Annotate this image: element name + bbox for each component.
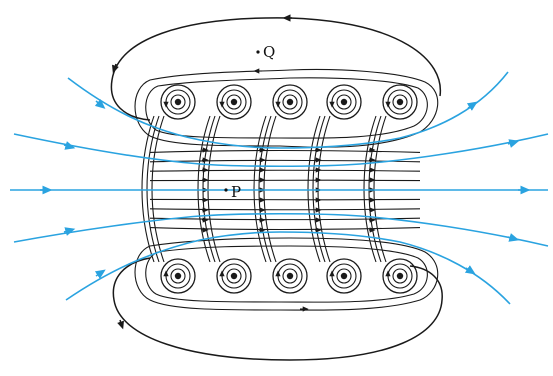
top-wire-3-ring-3 xyxy=(282,94,298,110)
turn-5-strand-1 xyxy=(363,115,377,263)
blue-line-bottom-right-arrow xyxy=(464,265,476,275)
point-p-dot xyxy=(224,188,228,192)
top-wire-1-ring-3 xyxy=(170,94,186,110)
blue-line-top-right-arrow xyxy=(466,101,478,111)
turn-5-strand-2 xyxy=(368,115,382,263)
bottom-wire-3-ring-1 xyxy=(272,258,308,294)
blue-line-bottom-left-arrow xyxy=(94,269,106,279)
turn-3-strand-2 xyxy=(258,115,272,263)
blue-line-top-right xyxy=(279,71,509,149)
top-wire-1-ring-1 xyxy=(160,84,196,120)
internal-line-9 xyxy=(149,227,421,230)
turn-1-strand-2 xyxy=(146,115,160,263)
point-q-label: Q xyxy=(263,43,275,61)
bottom-return-arrow xyxy=(117,319,124,330)
bottom-wire-3-ring-3 xyxy=(282,268,298,284)
top-wire-row xyxy=(160,84,418,120)
top-wire-2-core xyxy=(230,98,238,106)
bottom-wire-5 xyxy=(382,258,418,294)
top-wire-2-ring-3 xyxy=(226,94,242,110)
turn-4-strand-1 xyxy=(307,115,321,263)
bottom-wire-5-ring-3 xyxy=(392,268,408,284)
bottom-wire-5-core xyxy=(396,272,404,280)
bottom-row-mid-loop xyxy=(145,245,428,303)
top-return-loop xyxy=(110,17,442,121)
bottom-wire-2-ring-1 xyxy=(216,258,252,294)
top-wire-3-core xyxy=(286,98,294,106)
turn-3-strand-1 xyxy=(253,115,267,263)
internal-line-1 xyxy=(149,150,421,153)
bottom-wire-1-ring-3 xyxy=(170,268,186,284)
top-wire-4 xyxy=(326,84,362,120)
top-row-mid-loop xyxy=(145,77,428,139)
external-field-lines xyxy=(10,71,549,305)
bottom-wire-3 xyxy=(272,258,308,294)
turn-1-strand-1 xyxy=(141,115,155,263)
point-p-label: P xyxy=(231,183,241,201)
outer-return-loops xyxy=(110,14,443,361)
blue-line-lower-arrow-right xyxy=(507,233,520,242)
top-wire-5-ring-3 xyxy=(392,94,408,110)
bottom-wire-2-core xyxy=(230,272,238,280)
top-wire-2-ring-1 xyxy=(216,84,252,120)
blue-line-lower xyxy=(13,212,549,247)
internal-line-3 xyxy=(149,169,421,172)
blue-line-upper xyxy=(13,133,549,168)
bottom-wire-4 xyxy=(326,258,362,294)
blue-line-lower-arrow-left xyxy=(63,227,76,236)
bottom-row-outer-loop xyxy=(134,237,439,311)
bottom-wire-2-ring-3 xyxy=(226,268,242,284)
blue-line-upper-arrow-right xyxy=(507,139,520,148)
top-left-return-arrow xyxy=(112,63,119,74)
turn-5-strand-3 xyxy=(373,115,387,263)
blue-line-bottom-left xyxy=(65,231,281,301)
top-wire-4-core xyxy=(340,98,348,106)
top-wire-3-ring-1 xyxy=(272,84,308,120)
bottom-wire-1-ring-1 xyxy=(160,258,196,294)
top-wire-1 xyxy=(160,84,196,120)
blue-line-bottom-right xyxy=(279,231,511,305)
top-wire-5 xyxy=(382,84,418,120)
point-q-dot xyxy=(256,50,260,54)
top-wire-1-core xyxy=(174,98,182,106)
bottom-wire-row xyxy=(160,258,418,294)
top-wire-4-ring-3 xyxy=(336,94,352,110)
bottom-wire-3-core xyxy=(286,272,294,280)
blue-line-top-left-arrow xyxy=(94,98,106,109)
turn-1-strand-3 xyxy=(151,115,165,263)
top-wire-5-ring-1 xyxy=(382,84,418,120)
bottom-wire-2 xyxy=(216,258,252,294)
bottom-wire-4-ring-1 xyxy=(326,258,362,294)
turn-4-strand-2 xyxy=(312,115,326,263)
bottom-wire-4-core xyxy=(340,272,348,280)
bottom-wire-1-core xyxy=(174,272,182,280)
internal-line-7 xyxy=(149,208,421,211)
bottom-wire-1 xyxy=(160,258,196,294)
bottom-wire-5-ring-1 xyxy=(382,258,418,294)
bottom-wire-4-ring-3 xyxy=(336,268,352,284)
turn-2-strand-1 xyxy=(197,115,211,263)
top-wire-2 xyxy=(216,84,252,120)
top-wire-3 xyxy=(272,84,308,120)
bottom-return-loop xyxy=(112,257,443,361)
top-wire-5-core xyxy=(396,98,404,106)
top-wire-4-ring-1 xyxy=(326,84,362,120)
blue-line-upper-arrow-left xyxy=(63,141,76,150)
